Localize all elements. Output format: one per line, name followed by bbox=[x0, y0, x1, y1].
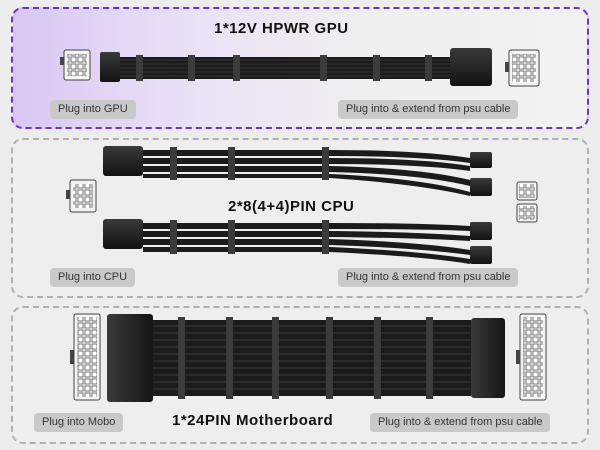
mobo-connector-face-right bbox=[516, 313, 547, 401]
gpu-connector-face-left bbox=[60, 49, 91, 81]
cpu-cable-bottom bbox=[103, 219, 492, 264]
cpu-wire-bundle-bottom bbox=[143, 220, 470, 264]
mobo-connector-left bbox=[107, 314, 153, 402]
mobo-wire-bundle bbox=[153, 317, 471, 399]
mobo-connector-face-left bbox=[70, 313, 101, 401]
cpu-wire-bundle-top bbox=[143, 147, 470, 196]
gpu-right-label: Plug into & extend from psu cable bbox=[338, 100, 519, 119]
cpu-connector-face-right bbox=[516, 181, 538, 223]
cpu-connector-top-left bbox=[103, 146, 143, 176]
cpu-connector-face-left bbox=[66, 179, 97, 213]
mobo-right-label: Plug into & extend from psu cable bbox=[370, 413, 551, 432]
mobo-title: 1*24PIN Motherboard bbox=[172, 412, 334, 429]
gpu-connector-left bbox=[100, 52, 120, 82]
gpu-title: 1*12V HPWR GPU bbox=[214, 20, 349, 37]
gpu-wire-bundle bbox=[120, 55, 450, 81]
gpu-cable bbox=[60, 48, 540, 87]
gpu-left-label: Plug into GPU bbox=[50, 100, 136, 119]
cpu-connector-bottom-left bbox=[103, 219, 143, 249]
cpu-title: 2*8(4+4)PIN CPU bbox=[228, 198, 355, 215]
cpu-left-label: Plug into CPU bbox=[50, 268, 136, 287]
cpu-right-label: Plug into & extend from psu cable bbox=[338, 268, 519, 287]
cpu-cable-top bbox=[103, 146, 492, 196]
mobo-connector-right bbox=[471, 318, 505, 398]
gpu-connector-face-right bbox=[505, 49, 540, 87]
gpu-connector-right bbox=[450, 48, 492, 86]
mobo-left-label: Plug into Mobo bbox=[34, 413, 124, 432]
mobo-cable bbox=[107, 314, 505, 402]
